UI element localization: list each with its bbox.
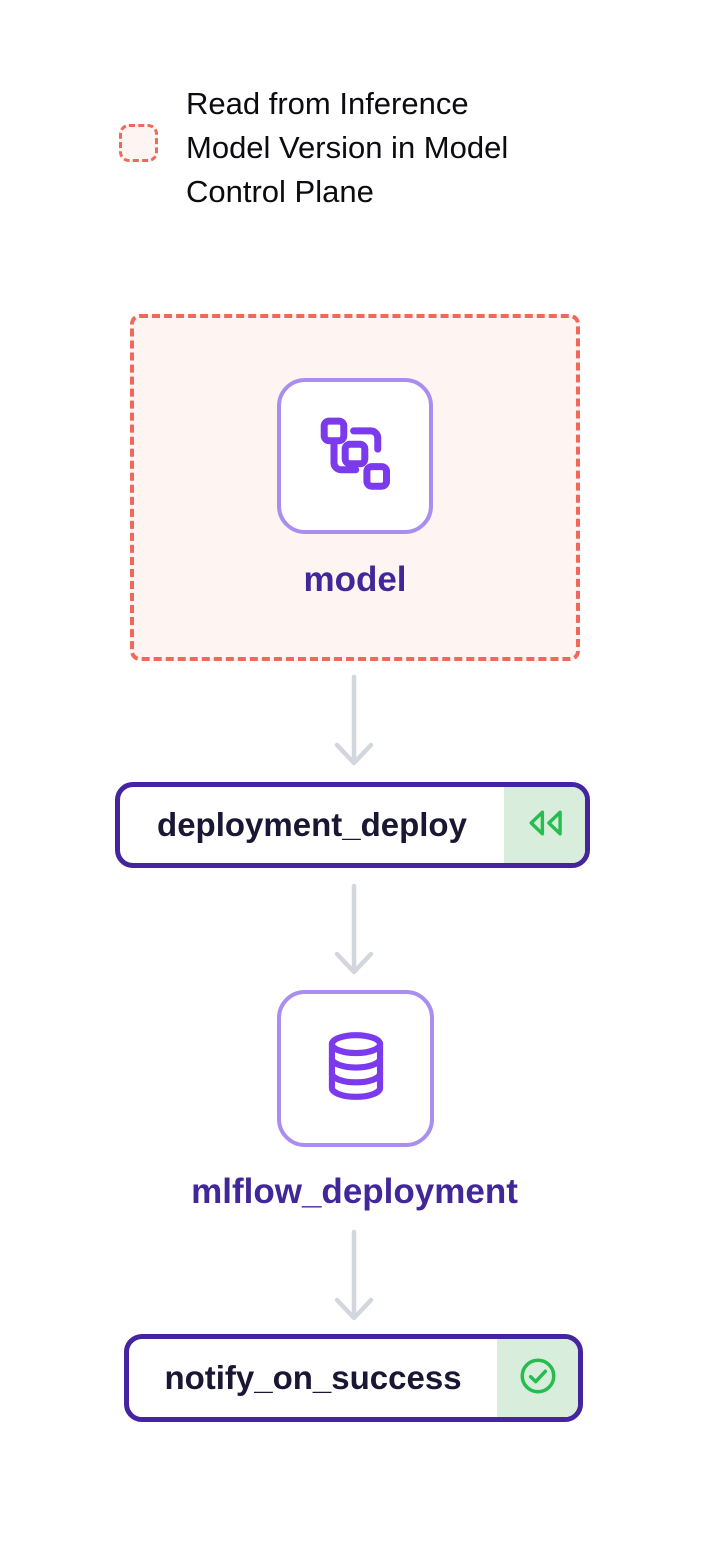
step-node-notify-on-success[interactable]: notify_on_success bbox=[124, 1334, 583, 1422]
model-node-label: model bbox=[303, 560, 407, 599]
model-version-group[interactable]: model bbox=[130, 314, 580, 661]
legend-line-3: Control Plane bbox=[186, 174, 374, 209]
rewind-icon bbox=[525, 807, 565, 844]
check-circle-icon bbox=[517, 1355, 559, 1402]
step-label: notify_on_success bbox=[164, 1359, 462, 1396]
status-badge-success bbox=[497, 1339, 578, 1417]
step-node-deployment-deploy[interactable]: deployment_deploy bbox=[115, 782, 590, 868]
artifact-node-mlflow-deployment[interactable] bbox=[277, 990, 434, 1147]
database-icon bbox=[319, 1027, 393, 1110]
legend-line-1: Read from Inference bbox=[186, 86, 469, 121]
edge-arrow bbox=[334, 883, 374, 975]
artifact-node-label: mlflow_deployment bbox=[191, 1172, 518, 1211]
model-icon bbox=[313, 412, 397, 501]
step-label: deployment_deploy bbox=[157, 806, 467, 843]
model-node[interactable] bbox=[277, 378, 433, 534]
edge-arrow bbox=[334, 1229, 374, 1321]
model-version-swatch-icon bbox=[119, 124, 158, 162]
legend-text: Read from Inference Model Version in Mod… bbox=[186, 82, 606, 214]
legend-line-2: Model Version in Model bbox=[186, 130, 509, 165]
edge-arrow bbox=[334, 674, 374, 766]
status-badge-cached bbox=[504, 787, 585, 863]
